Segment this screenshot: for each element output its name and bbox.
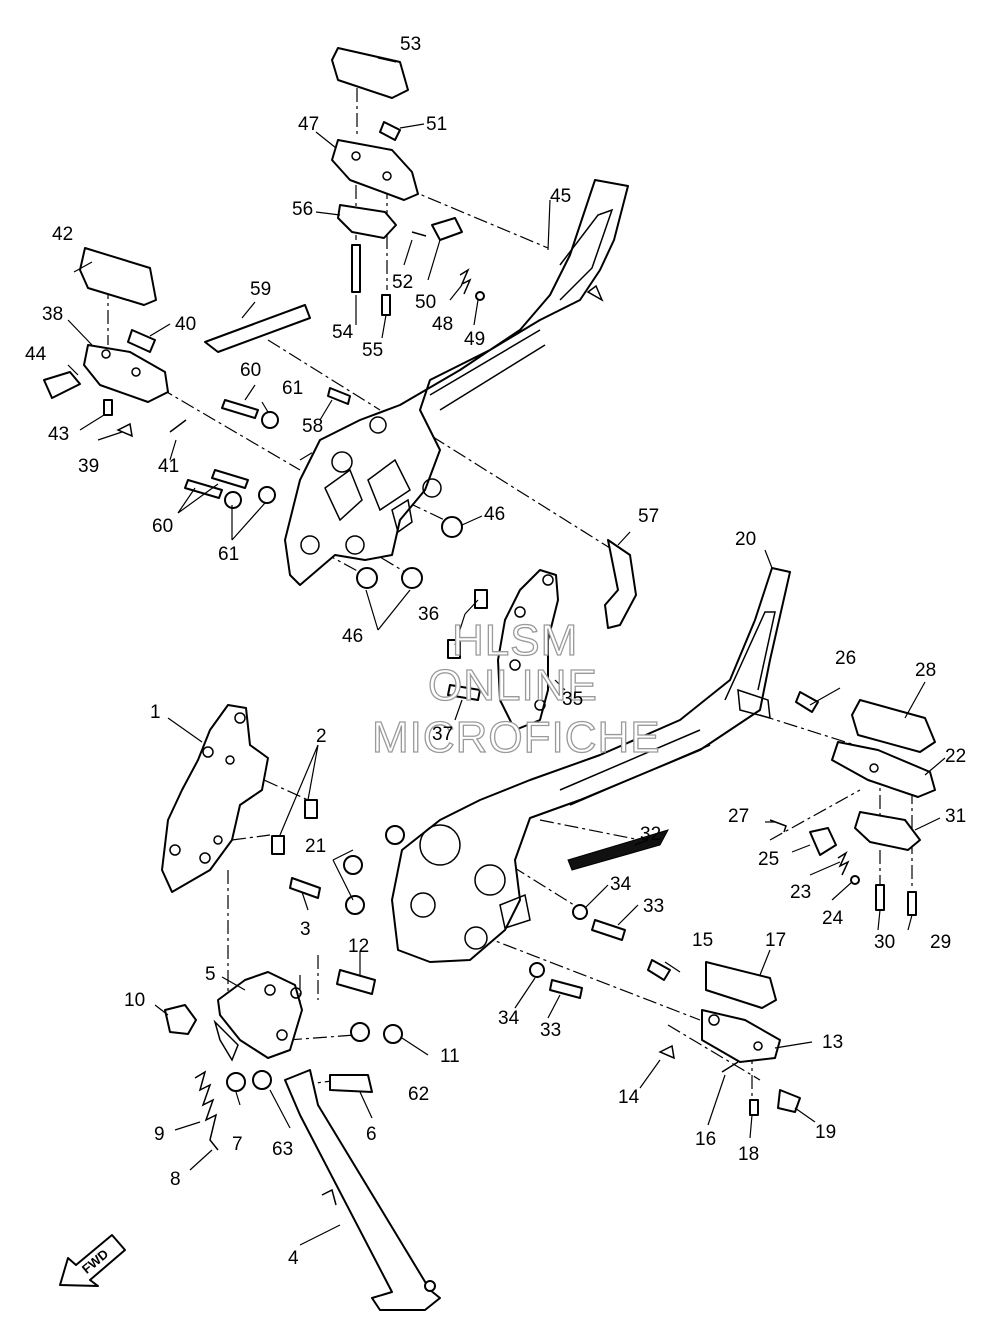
callout-13: 13 [822,1032,843,1053]
callout-53: 53 [400,34,421,55]
callout-39: 39 [78,456,99,477]
callout-46b: 46 [342,626,363,647]
fwd-arrow-icon: FWD [59,1234,126,1287]
callout-33b: 33 [540,1020,561,1041]
callout-15: 15 [692,930,713,951]
callout-62: 62 [408,1084,429,1105]
front-left-footrest [701,961,801,1113]
lower-rear-frame [391,567,791,963]
callout-52: 52 [392,272,413,293]
callout-47: 47 [298,114,319,135]
callout-56: 56 [292,199,313,220]
callout-9: 9 [154,1124,165,1145]
leader-lines [67,57,946,1246]
callout-31: 31 [945,806,966,827]
callout-30: 30 [874,932,895,953]
callout-63: 63 [272,1139,293,1160]
callout-41: 41 [158,456,179,477]
callout-51: 51 [426,114,447,135]
callout-17: 17 [765,930,786,951]
callout-24: 24 [822,908,844,929]
upper-rear-frame [284,179,629,586]
callout-33a: 33 [643,896,664,917]
left-bracket-plate [161,704,269,893]
callout-45: 45 [550,186,571,207]
callout-labels: 1 2 3 4 5 6 7 8 9 10 11 12 13 14 15 16 1… [25,34,966,1269]
sidestand-bracket [213,971,303,1062]
callout-48: 48 [432,314,453,335]
callout-19: 19 [815,1122,836,1143]
callout-60a: 60 [240,360,261,381]
callout-10: 10 [124,990,145,1011]
callout-44: 44 [25,344,47,365]
callout-8: 8 [170,1169,181,1190]
callout-4: 4 [288,1248,299,1269]
assembly-lines [107,88,913,1100]
rear-left-footrest [43,247,169,403]
callout-61a: 61 [282,378,303,399]
callout-37: 37 [432,724,453,745]
callout-49: 49 [464,329,485,350]
callout-25: 25 [758,849,779,870]
watermark-line-1: HLSM [452,616,578,665]
rear-right-footrest [331,47,463,241]
callout-22: 22 [945,746,966,767]
callout-54: 54 [332,322,354,343]
callout-58: 58 [302,416,323,437]
callout-46a: 46 [484,504,505,525]
callout-42: 42 [52,224,73,245]
callout-35: 35 [562,689,583,710]
callout-14: 14 [618,1087,640,1108]
callout-28: 28 [915,660,936,681]
sidestand [284,1069,441,1311]
guards [204,304,670,871]
callout-38: 38 [42,304,63,325]
callout-57: 57 [638,506,659,527]
watermark-line-2: ONLINE [428,661,598,710]
callout-5: 5 [205,964,216,985]
callout-43: 43 [48,424,69,445]
callout-55: 55 [362,340,383,361]
callout-20: 20 [735,529,756,550]
callout-29: 29 [930,932,951,953]
callout-40: 40 [175,314,196,335]
callout-6: 6 [366,1124,377,1145]
callout-16: 16 [695,1129,716,1150]
callout-50: 50 [415,292,436,313]
hardware [103,121,917,1151]
callout-60b: 60 [152,516,173,537]
callout-32: 32 [640,824,661,845]
callout-3: 3 [300,919,311,940]
callout-59: 59 [250,279,271,300]
callout-18: 18 [738,1144,759,1165]
callout-36: 36 [418,604,439,625]
callout-34b: 34 [498,1008,520,1029]
callout-21: 21 [305,836,326,857]
callout-27: 27 [728,806,749,827]
watermark: HLSM ONLINE MICROFICHE [371,615,661,762]
callout-34a: 34 [610,874,632,895]
right-bracket-plate [497,569,559,731]
callout-7: 7 [232,1134,243,1155]
callout-61b: 61 [218,544,239,565]
callout-11: 11 [440,1046,460,1067]
callout-1: 1 [150,702,161,723]
front-right-footrest [809,699,936,856]
callout-23: 23 [790,882,811,903]
callout-12: 12 [348,936,369,957]
callout-26: 26 [835,648,856,669]
watermark-line-3: MICROFICHE [372,713,661,762]
callout-2: 2 [316,726,327,747]
